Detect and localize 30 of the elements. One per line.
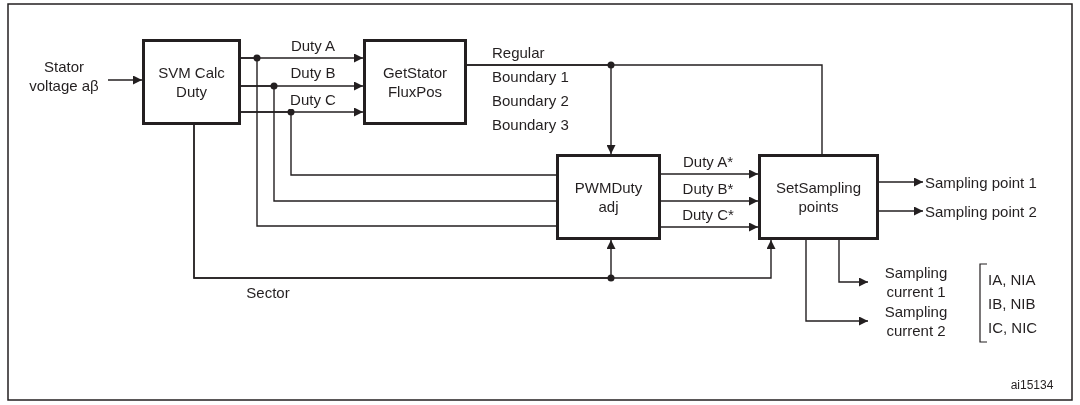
arrow — [878, 206, 924, 216]
connector-line — [240, 111, 557, 176]
figure-id: ai15134 — [1010, 377, 1054, 394]
process-box: SetSampling points — [758, 154, 879, 240]
arrow — [193, 124, 776, 279]
process-box: PWMDuty adj — [556, 154, 661, 240]
signal-label: Regular — [492, 44, 545, 62]
arrow — [660, 222, 759, 232]
io-label: Sampling point 1 — [925, 172, 1070, 192]
signal-label: Boundary 3 — [492, 116, 569, 134]
signal-label: IC, NIC — [988, 319, 1038, 337]
connector-line — [466, 64, 823, 155]
signal-label: IA, NIA — [988, 271, 1036, 289]
arrow — [660, 169, 759, 179]
io-label: Sampling point 2 — [925, 201, 1070, 221]
signal-label: Boundary 1 — [492, 68, 569, 86]
io-label: Sampling current 2 — [870, 301, 962, 341]
arrow — [660, 196, 759, 206]
io-label: Sampling current 1 — [870, 262, 962, 302]
connector-line — [240, 85, 557, 202]
process-box: SVM Calc Duty — [142, 39, 241, 125]
process-box: GetStator FluxPos — [363, 39, 467, 125]
connector-line — [240, 57, 557, 227]
signal-label: IB, NIB — [988, 295, 1036, 313]
io-label: Stator voltage aβ — [22, 54, 106, 98]
arrow — [838, 239, 869, 287]
arrow — [878, 177, 924, 187]
signal-label: Boundary 2 — [492, 92, 569, 110]
arrow — [805, 239, 869, 326]
arrow — [107, 75, 143, 85]
